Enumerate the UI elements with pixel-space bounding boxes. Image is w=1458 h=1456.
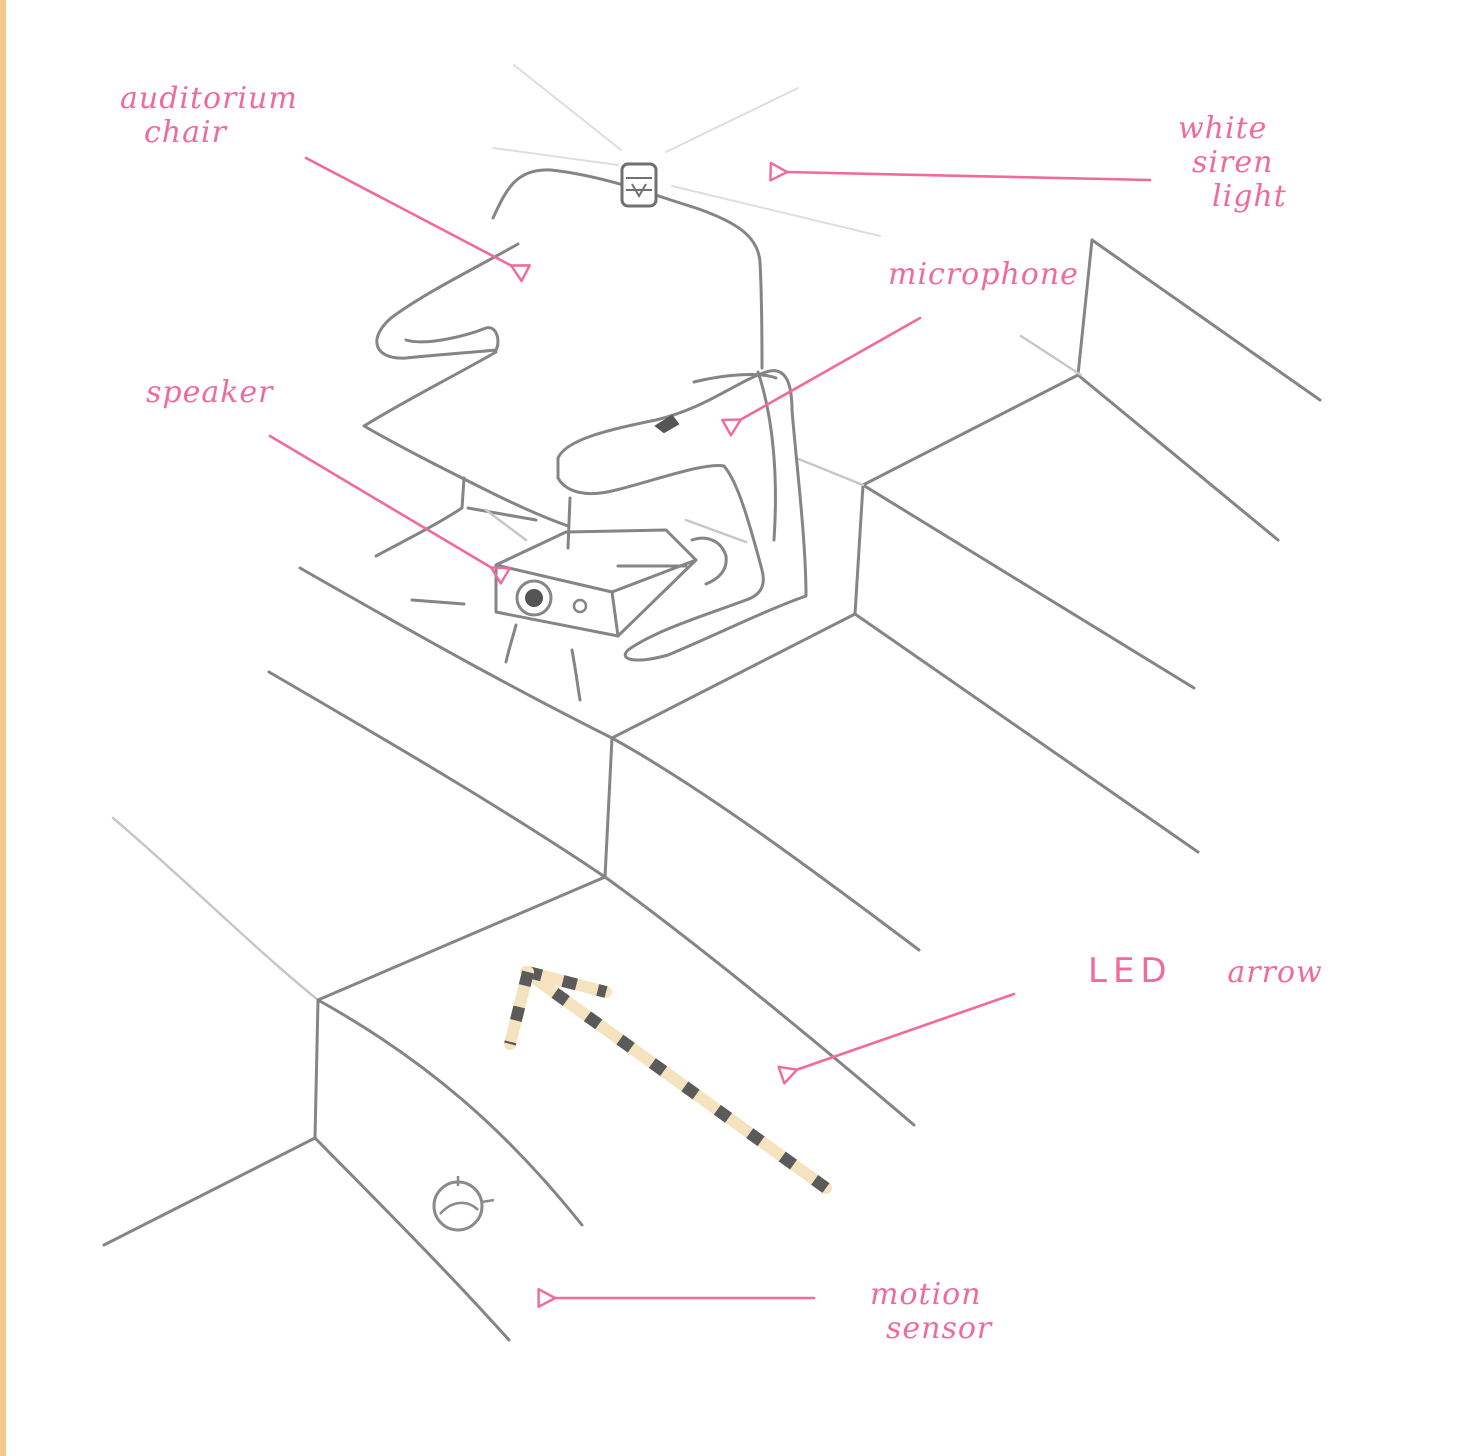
microphone-pointer: [721, 316, 922, 437]
label-line: LED: [1088, 951, 1173, 991]
annotation-arrows: [268, 156, 1152, 1309]
chair-pointer: [304, 156, 531, 283]
siren-light-icon: [620, 162, 658, 208]
steps-drawing: [102, 238, 1322, 1342]
label-line: siren: [1192, 145, 1274, 180]
label-microphone: microphone: [888, 258, 1079, 292]
label-line: auditorium: [120, 81, 298, 116]
label-line: chair: [144, 115, 227, 150]
label-line: motion: [870, 1277, 982, 1312]
label-line: light: [1212, 179, 1287, 214]
led-arrow-icon: [504, 966, 832, 1194]
label-line: white: [1178, 111, 1268, 146]
label-white-siren-light: white siren light: [1178, 112, 1287, 214]
label-line: arrow: [1227, 955, 1323, 990]
speaker-pointer: [268, 434, 511, 585]
led-pointer: [777, 992, 1016, 1085]
label-auditorium-chair: auditorium chair: [120, 82, 298, 150]
label-line: microphone: [888, 257, 1079, 292]
motion-sensor-icon: [432, 1176, 495, 1232]
speaker-box-icon: [494, 528, 698, 638]
diagram-drawing: [102, 64, 1322, 1342]
siren-rays: [492, 64, 881, 237]
label-line: speaker: [146, 375, 274, 410]
siren-pointer: [769, 161, 1152, 182]
label-speaker: speaker: [146, 376, 274, 410]
auditorium-chair-drawing: [362, 168, 808, 702]
label-motion-sensor: motion sensor: [870, 1278, 992, 1346]
label-led-arrow: LED arrow: [1088, 954, 1323, 990]
label-line: sensor: [886, 1311, 993, 1346]
microphone-icon: [654, 414, 680, 434]
